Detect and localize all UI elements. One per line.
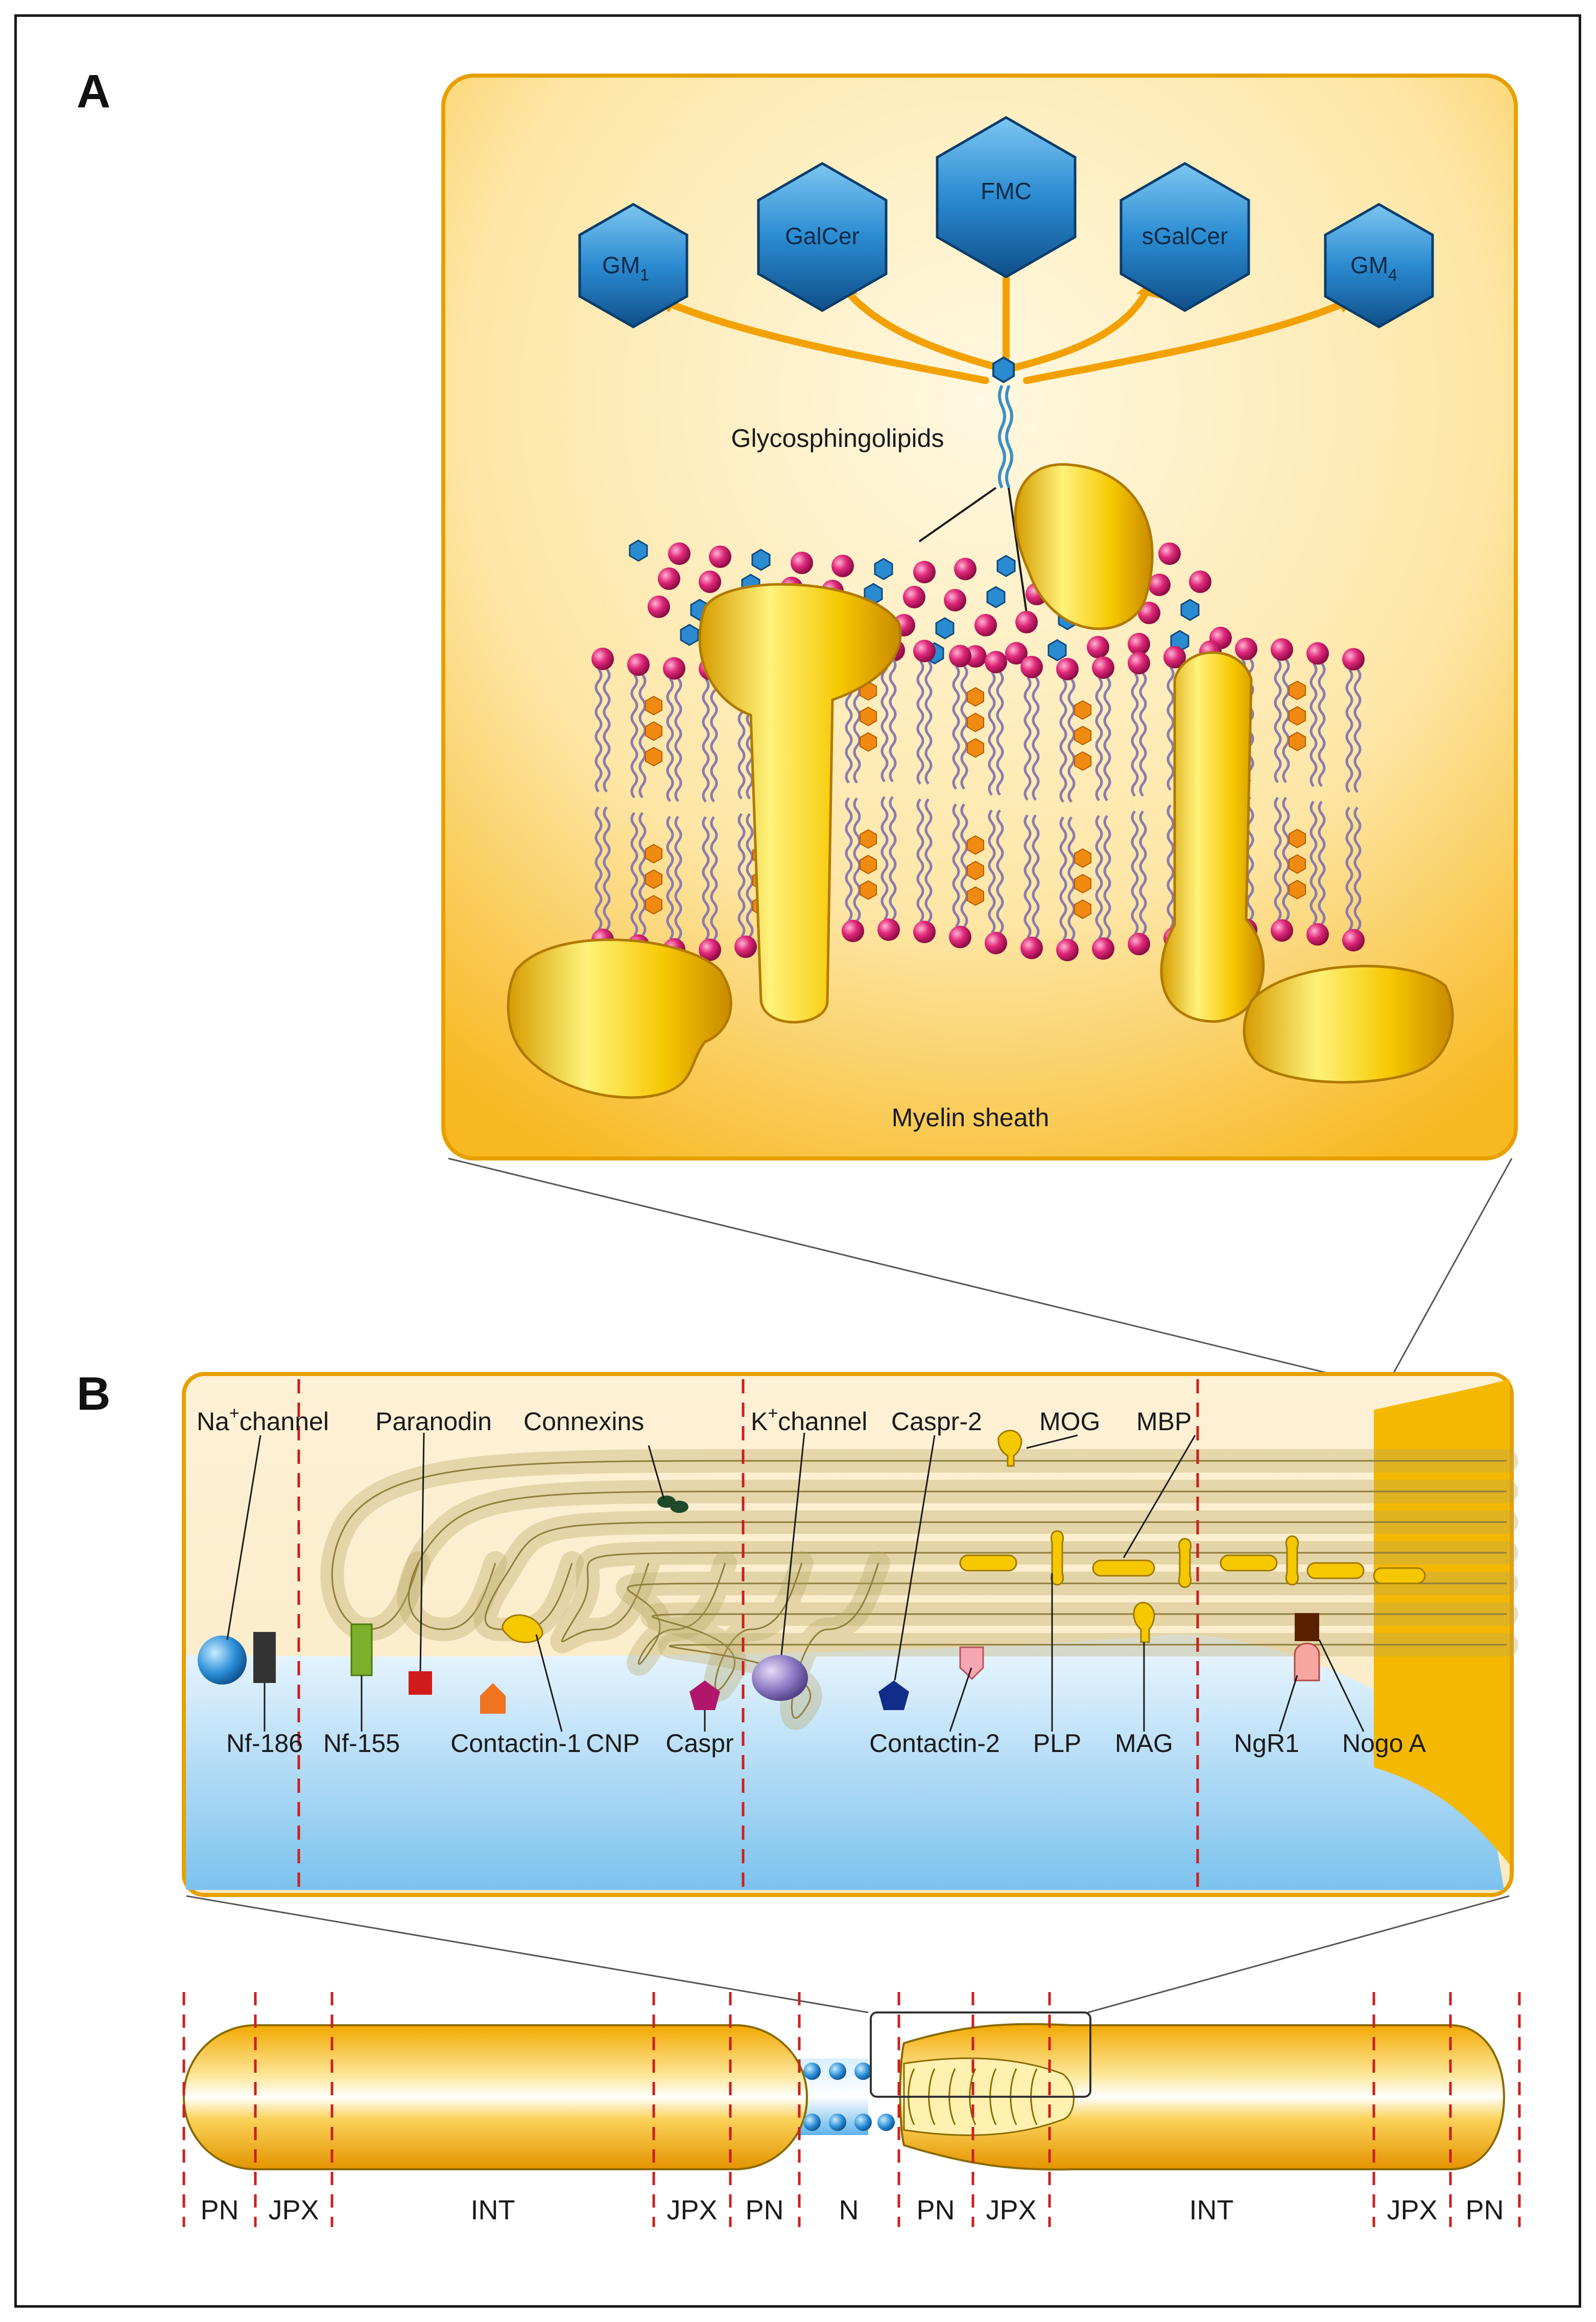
paranodin-label: Paranodin bbox=[375, 1407, 492, 1436]
k-channel-sup: + bbox=[768, 1404, 778, 1423]
myelin-sheath-label: Myelin sheath bbox=[892, 1103, 1050, 1132]
panel-b-box bbox=[182, 1372, 1514, 1897]
nf186-marker bbox=[253, 1632, 276, 1683]
conversion-arrows bbox=[660, 236, 1352, 384]
nf155-marker bbox=[350, 1623, 373, 1676]
segment-label: PN bbox=[200, 2195, 239, 2225]
k-channel-marker bbox=[752, 1655, 808, 1701]
na-channel-sup: + bbox=[229, 1404, 240, 1423]
contactin1-label: Contactin-1 bbox=[450, 1729, 581, 1758]
caspr-label: Caspr bbox=[665, 1729, 733, 1758]
svg-text:K+channel: K+channel bbox=[751, 1404, 867, 1436]
zoom-lines-a bbox=[448, 1157, 1513, 1400]
segment-labels: PN JPX INT JPX PN N PN JPX INT JPX PN bbox=[200, 2195, 1504, 2225]
membrane-protein-right bbox=[1160, 651, 1265, 1023]
gm4-label: GM bbox=[1350, 252, 1388, 278]
caspr2-marker bbox=[878, 1680, 909, 1710]
membrane-proteins bbox=[507, 463, 1454, 1099]
ngr1-label: NgR1 bbox=[1234, 1729, 1299, 1758]
k-channel-label: K bbox=[751, 1407, 768, 1436]
left-myelin-segment bbox=[183, 2024, 808, 2170]
segment-label: N bbox=[839, 2195, 859, 2225]
segment-label: INT bbox=[1189, 2195, 1234, 2225]
caspr2-label: Caspr-2 bbox=[891, 1407, 982, 1436]
panel-b-label: B bbox=[77, 1368, 110, 1420]
gm1-subscript: 1 bbox=[640, 266, 649, 284]
connexins-marker bbox=[657, 1496, 688, 1513]
mag-label: MAG bbox=[1115, 1729, 1173, 1758]
node-diagram bbox=[183, 2011, 1505, 2171]
cnp-label: CNP bbox=[586, 1729, 640, 1758]
mbp-plp-markers bbox=[959, 1530, 1426, 1588]
connexins-label: Connexins bbox=[523, 1407, 644, 1436]
ngr1-marker bbox=[1294, 1643, 1320, 1681]
na-channel-label: Na bbox=[197, 1407, 229, 1436]
panel-b-pointers bbox=[226, 1432, 1365, 1732]
panel-b-markers bbox=[198, 1430, 1426, 1714]
segment-label: INT bbox=[471, 2195, 515, 2225]
caspr-marker bbox=[689, 1680, 720, 1710]
segment-label: JPX bbox=[986, 2195, 1036, 2225]
contactin1-marker bbox=[480, 1683, 506, 1714]
nogoa-marker bbox=[1295, 1613, 1319, 1641]
segment-label: JPX bbox=[666, 2195, 717, 2225]
nogoa-label: Nogo A bbox=[1342, 1729, 1426, 1758]
gm4-hexagon: GM4 bbox=[1324, 203, 1434, 328]
segment-label: PN bbox=[916, 2195, 955, 2225]
zoom-box bbox=[870, 2011, 1091, 2098]
galcer-hexagon: GalCer bbox=[757, 162, 888, 312]
k-channel-rest: channel bbox=[778, 1407, 867, 1436]
gm4-subscript: 4 bbox=[1388, 266, 1397, 284]
panel-b-bottom-labels: Nf-186 Nf-155 Contactin-1 CNP Caspr Cont… bbox=[226, 1729, 1426, 1758]
segment-boundaries bbox=[182, 1992, 1521, 2227]
membrane-protein-left bbox=[698, 583, 902, 1024]
glycosphingolipids-label: Glycosphingolipids bbox=[731, 424, 944, 453]
membrane-protein-lower-right bbox=[1243, 964, 1454, 1084]
svg-text:GM4: GM4 bbox=[1350, 252, 1397, 284]
mag-marker bbox=[1133, 1602, 1155, 1643]
figure-frame bbox=[14, 14, 1581, 2308]
fmc-label: FMC bbox=[981, 178, 1032, 204]
membrane-protein-top bbox=[1014, 463, 1154, 630]
galcer-label: GalCer bbox=[785, 223, 860, 249]
na-channel-rest: channel bbox=[240, 1407, 329, 1436]
pointer-lines bbox=[918, 487, 1028, 613]
contactin2-label: Contactin-2 bbox=[869, 1729, 1000, 1758]
svg-text:GM1: GM1 bbox=[602, 252, 649, 284]
panel-b-boundaries bbox=[297, 1379, 1199, 1890]
segment-label: JPX bbox=[1387, 2195, 1437, 2225]
sgalcer-hexagon: sGalCer bbox=[1119, 162, 1250, 312]
panel-a-label: A bbox=[77, 65, 110, 117]
panel-b-top-labels: Na+channel Paranodin Connexins K+channel… bbox=[197, 1404, 1192, 1436]
cnp-marker bbox=[502, 1614, 543, 1643]
right-myelin-segment bbox=[899, 2023, 1505, 2171]
mog-marker bbox=[997, 1430, 1022, 1467]
gm1-hexagon: GM1 bbox=[578, 203, 688, 328]
mbp-label: MBP bbox=[1136, 1407, 1192, 1436]
na-channel-marker bbox=[198, 1636, 247, 1685]
node-na-channels bbox=[803, 2063, 895, 2131]
zoom-lines-b bbox=[186, 1895, 1510, 2013]
sgalcer-label: sGalCer bbox=[1142, 223, 1228, 249]
axon-region bbox=[186, 1634, 1504, 1890]
segment-label: JPX bbox=[268, 2195, 319, 2225]
gm1-label: GM bbox=[602, 252, 640, 278]
nf155-label: Nf-155 bbox=[323, 1729, 400, 1758]
fmc-hexagon: FMC bbox=[936, 116, 1077, 278]
plp-label: PLP bbox=[1033, 1729, 1082, 1758]
mog-label: MOG bbox=[1039, 1407, 1100, 1436]
membrane-protein-lower-left bbox=[507, 938, 732, 1099]
compact-myelin-outer bbox=[1374, 1379, 1510, 1864]
paranodin-marker bbox=[409, 1671, 432, 1695]
nf186-label: Nf-186 bbox=[226, 1729, 303, 1758]
glycosphingolipid-molecule bbox=[992, 356, 1015, 489]
segment-label: PN bbox=[1465, 2195, 1504, 2225]
svg-text:Na+channel: Na+channel bbox=[197, 1404, 329, 1436]
contactin2-marker bbox=[959, 1646, 984, 1680]
segment-label: PN bbox=[745, 2195, 783, 2225]
